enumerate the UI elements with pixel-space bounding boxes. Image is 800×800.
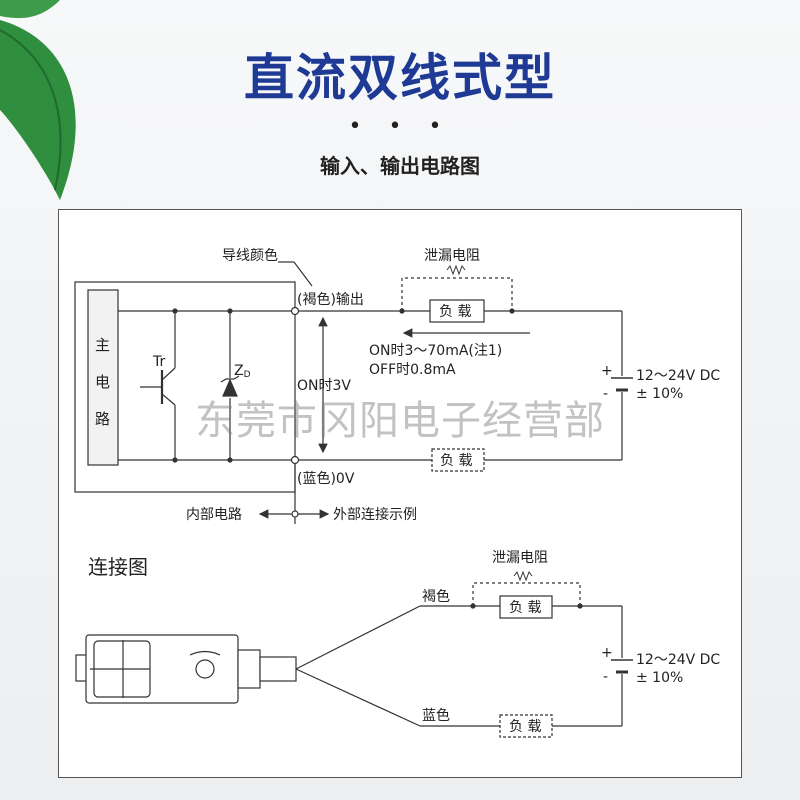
connection-diagram (75, 570, 633, 738)
blue-zero-label: (蓝色)0V (297, 470, 355, 487)
watermark-text: 东莞市冈阳电子经营部 (195, 398, 605, 444)
supply-voltage-label: 12～24V DC (636, 368, 720, 384)
conn-leakage-label: 泄漏电阻 (492, 550, 548, 566)
leaf-decoration (0, 0, 76, 200)
conn-load-bottom: 负 载 (509, 719, 541, 735)
internal-circuit-box (74, 281, 296, 493)
on-voltage-label: ON时3V (297, 378, 351, 394)
current-off-label: OFF时0.8mA (369, 362, 456, 378)
main-circuit-char-1: 主 (95, 336, 110, 354)
brown-output-label: (褐色)输出 (297, 291, 364, 308)
external-example-label: 外部连接示例 (333, 506, 417, 523)
page-subtitle: 输入、输出电路图 (320, 154, 480, 178)
connection-labels: 连接图 泄漏电阻 褐色 蓝色 负 载 负 载 + - 12～24V DC ± 1… (88, 550, 720, 735)
transistor-label: Tr (152, 354, 165, 370)
conn-supply-voltage: 12～24V DC (636, 652, 720, 668)
conn-battery-minus: - (603, 669, 608, 685)
main-circuit-char-3: 路 (95, 410, 110, 428)
battery-plus: + (601, 363, 613, 379)
internal-circuit-label: 内部电路 (186, 507, 242, 523)
conn-brown-label: 褐色 (422, 588, 450, 605)
connection-title: 连接图 (88, 555, 148, 579)
conn-load-top: 负 载 (509, 600, 541, 616)
main-circuit-char-2: 电 (95, 373, 110, 391)
zener-label: ZD (234, 363, 251, 380)
load-bottom-label: 负 载 (440, 453, 472, 469)
leakage-resistor-label: 泄漏电阻 (424, 248, 480, 264)
wire-color-label: 导线颜色 (222, 247, 278, 264)
tolerance-label: ± 10% (636, 386, 683, 402)
page-title: 直流双线式型 (244, 49, 556, 107)
conn-battery-plus: + (601, 645, 613, 661)
main-circuit-block (87, 289, 119, 466)
mounting-hole-icon (195, 659, 215, 679)
io-circuit-labels: 导线颜色 泄漏电阻 主 电 路 Tr ZD (褐色)输出 负 载 ON时3～70… (95, 247, 720, 523)
load-top-label: 负 载 (439, 304, 471, 320)
battery-minus: - (603, 386, 608, 402)
cable-sleeve (237, 649, 261, 689)
conn-blue-label: 蓝色 (422, 707, 450, 724)
title-dots: • • • (348, 114, 452, 139)
io-circuit (74, 261, 633, 524)
conn-tolerance: ± 10% (636, 670, 683, 686)
current-on-label: ON时3～70mA(注1) (369, 343, 502, 359)
